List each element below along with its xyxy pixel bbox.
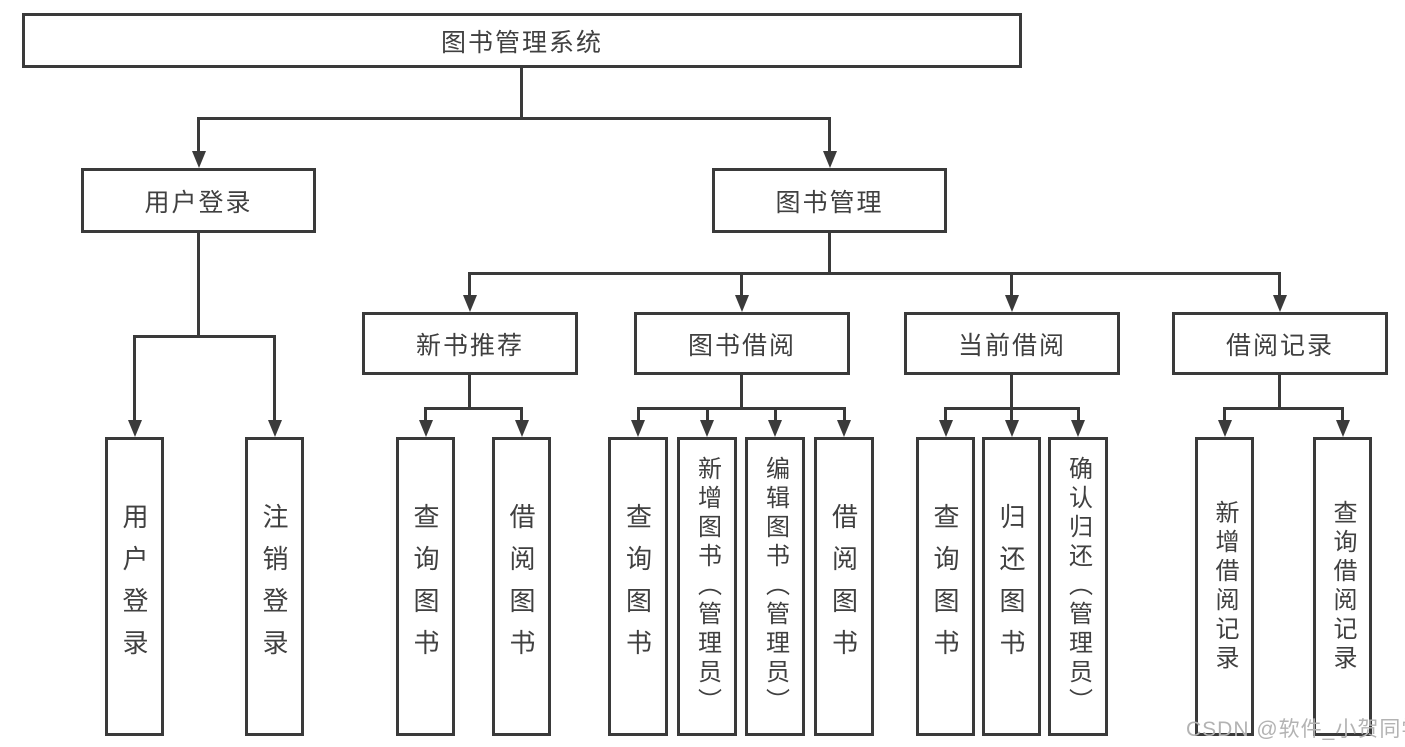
connector-line: [1010, 375, 1013, 409]
connector-line: [197, 233, 200, 337]
node-user-login: 用户登录: [81, 168, 316, 233]
connector-line: [828, 117, 831, 153]
connector-line: [468, 272, 471, 296]
connector-line: [133, 335, 136, 421]
node-new-book-recommend: 新书推荐: [362, 312, 578, 375]
leaf-borrow-query-books: 查询图书: [608, 437, 668, 736]
arrowhead-down-icon: [268, 420, 282, 437]
leaf-current-confirm-return-admin: 确认归还（管理员）: [1048, 437, 1108, 736]
leaf-current-query-books: 查询图书: [916, 437, 975, 736]
connector-line: [424, 407, 523, 410]
connector-line: [774, 407, 777, 421]
connector-line: [1010, 272, 1013, 296]
arrowhead-down-icon: [631, 420, 645, 437]
arrowhead-down-icon: [1005, 295, 1019, 312]
connector-line: [740, 272, 743, 296]
arrowhead-down-icon: [939, 420, 953, 437]
arrowhead-down-icon: [823, 151, 837, 168]
leaf-records-add-borrow-record: 新增借阅记录: [1195, 437, 1254, 736]
connector-line: [1077, 407, 1080, 421]
node-borrow-records: 借阅记录: [1172, 312, 1388, 375]
connector-line: [1223, 407, 1344, 410]
leaf-records-query-borrow-record: 查询借阅记录: [1313, 437, 1372, 736]
arrowhead-down-icon: [1218, 420, 1232, 437]
leaf-newbook-query-books: 查询图书: [396, 437, 455, 736]
connector-line: [843, 407, 846, 421]
connector-line: [468, 375, 471, 409]
arrowhead-down-icon: [128, 420, 142, 437]
connector-line: [828, 233, 831, 274]
connector-line: [424, 407, 427, 421]
connector-line: [133, 335, 276, 338]
arrowhead-down-icon: [419, 420, 433, 437]
connector-line: [1278, 375, 1281, 409]
connector-line: [1341, 407, 1344, 421]
watermark: CSDN @软件_小贺同学: [1186, 718, 1405, 741]
node-library-system: 图书管理系统: [22, 13, 1022, 68]
arrowhead-down-icon: [1005, 420, 1019, 437]
connector-line: [706, 407, 709, 421]
leaf-borrow-add-books-admin: 新增图书（管理员）: [677, 437, 737, 736]
leaf-newbook-borrow-books: 借阅图书: [492, 437, 551, 736]
node-book-borrow: 图书借阅: [634, 312, 850, 375]
connector-line: [740, 375, 743, 409]
leaf-current-return-books: 归还图书: [982, 437, 1041, 736]
connector-line: [197, 117, 200, 153]
arrowhead-down-icon: [837, 420, 851, 437]
arrowhead-down-icon: [463, 295, 477, 312]
leaf-user-login: 用户登录: [105, 437, 164, 736]
arrowhead-down-icon: [735, 295, 749, 312]
connector-line: [273, 335, 276, 421]
connector-line: [1010, 407, 1013, 421]
node-current-borrow: 当前借阅: [904, 312, 1120, 375]
connector-line: [637, 407, 846, 410]
connector-line: [1223, 407, 1226, 421]
connector-line: [520, 68, 523, 118]
leaf-borrow-edit-books-admin: 编辑图书（管理员）: [745, 437, 805, 736]
connector-line: [637, 407, 640, 421]
connector-line: [520, 407, 523, 421]
arrowhead-down-icon: [1336, 420, 1350, 437]
arrowhead-down-icon: [515, 420, 529, 437]
node-book-management: 图书管理: [712, 168, 947, 233]
leaf-borrow-borrow-books: 借阅图书: [814, 437, 874, 736]
connector-line: [468, 272, 1281, 275]
connector-line: [944, 407, 947, 421]
connector-line: [1278, 272, 1281, 296]
arrowhead-down-icon: [700, 420, 714, 437]
leaf-logout: 注销登录: [245, 437, 304, 736]
arrowhead-down-icon: [768, 420, 782, 437]
arrowhead-down-icon: [1071, 420, 1085, 437]
arrowhead-down-icon: [192, 151, 206, 168]
arrowhead-down-icon: [1273, 295, 1287, 312]
connector-line: [197, 117, 831, 120]
